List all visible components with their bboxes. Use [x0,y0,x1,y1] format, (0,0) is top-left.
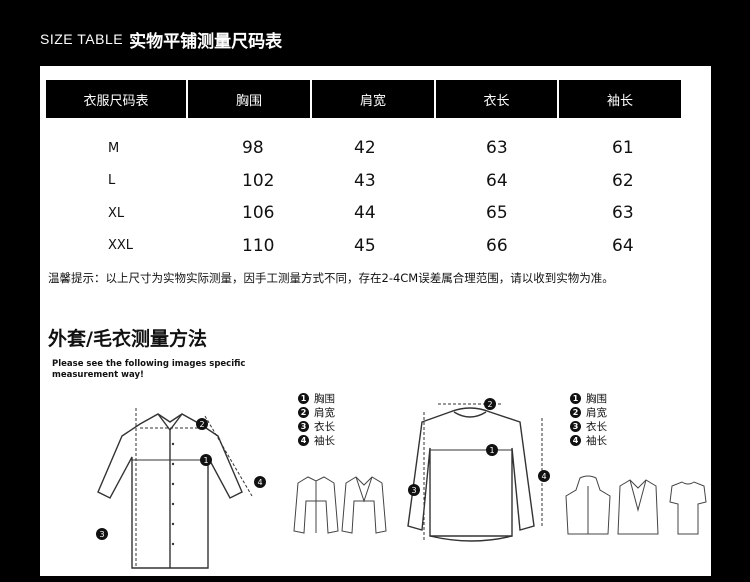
cell-chest: 98 [242,138,264,159]
header-title-cn: 实物平铺测量尺码表 [129,31,283,52]
cell-chest: 106 [242,203,275,224]
svg-text:3: 3 [99,530,104,539]
cell-shoulder: 43 [354,170,376,191]
cell-sleeve: 62 [612,170,634,191]
svg-text:4: 4 [541,472,546,481]
svg-text:2: 2 [487,400,492,409]
page-header: SIZE TABLE 实物平铺测量尺码表 [40,22,282,56]
header-title-en: SIZE TABLE [40,31,124,47]
cell-shoulder: 44 [354,203,376,224]
column-header-shoulder: 肩宽 [312,80,436,118]
marker-sleeve: 4 [254,476,266,488]
svg-text:2: 2 [199,420,204,429]
cell-sleeve: 63 [612,203,634,224]
cell-length: 63 [486,138,508,159]
method-subtitle-line: Please see the following images specific [52,359,246,369]
size-table-header: 衣服尺码表 胸围 肩宽 衣长 袖长 [46,80,681,118]
cell-chest: 102 [242,170,275,191]
sweater-thumbnails [565,475,707,535]
marker-chest: 1 [486,444,498,456]
table-row: XL 106 44 65 63 [46,197,681,230]
method-subtitle-line: measurement way! [52,370,144,380]
column-header-chest: 胸围 [188,80,312,118]
cell-length: 66 [486,235,508,256]
column-header-size: 衣服尺码表 [46,80,188,118]
column-header-sleeve: 袖长 [606,93,633,109]
cell-size: XXL [108,238,134,254]
table-row: XXL 110 45 66 64 [46,230,681,263]
cell-length: 64 [486,170,508,191]
svg-text:1: 1 [489,446,494,455]
sweater-measurement-diagram: 1 2 3 4 [407,398,550,542]
svg-text:1: 1 [203,456,208,465]
marker-length: 3 [408,484,420,496]
size-note: 温馨提示：以上尺寸为实物实际测量，因手工测量方式不同，存在2-4CM误差属合理范… [48,271,614,285]
cell-chest: 110 [242,235,275,256]
cell-shoulder: 45 [354,235,376,256]
marker-chest: 1 [200,454,212,466]
jacket-thumbnails [293,476,387,534]
cell-length: 65 [486,203,508,224]
shirt-measurement-diagram: 1 2 3 4 [96,408,266,569]
content-panel: 衣服尺码表 胸围 肩宽 衣长 袖长 M 98 42 63 61 L 102 43… [40,66,711,576]
cell-sleeve: 61 [612,138,634,159]
svg-text:3: 3 [411,486,416,495]
marker-sleeve: 4 [538,470,550,482]
column-header-length: 衣长 [436,80,559,118]
cell-size: M [108,140,120,156]
cell-size: L [108,173,116,189]
cell-shoulder: 42 [354,138,376,159]
svg-text:4: 4 [257,478,262,487]
method-title: 外套/毛衣测量方法 [48,328,207,350]
marker-length: 3 [96,528,108,540]
cell-sleeve: 64 [612,235,634,256]
method-subtitle: Please see the following images specific… [52,359,252,381]
marker-shoulder: 2 [484,398,496,410]
cell-size: XL [108,205,125,221]
table-row: M 98 42 63 61 [46,132,681,165]
marker-shoulder: 2 [196,418,208,430]
size-table-body: M 98 42 63 61 L 102 43 64 62 XL 106 44 6… [46,132,681,262]
table-row: L 102 43 64 62 [46,165,681,198]
